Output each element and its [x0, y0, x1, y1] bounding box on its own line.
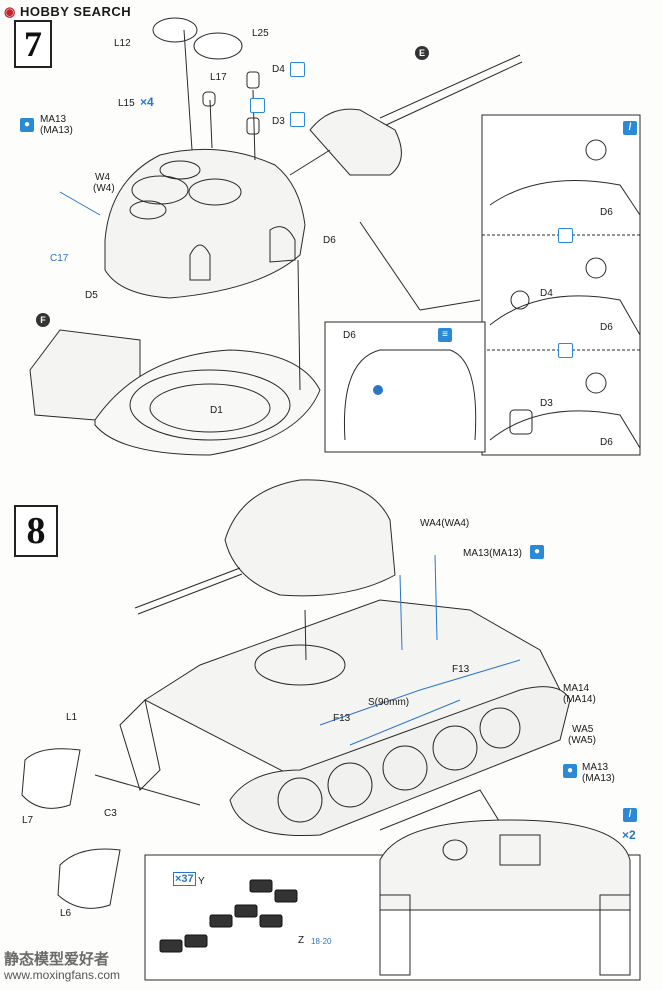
part-MA13: MA13: [40, 114, 67, 125]
part-W4-alt: (W4): [93, 183, 115, 194]
part-C3: C3: [104, 808, 117, 819]
watermark-title: 静态模型爱好者: [4, 951, 110, 968]
part-D6: D6: [323, 235, 336, 246]
callout-E: E: [415, 46, 429, 60]
part-D4: D4: [272, 64, 285, 75]
detail-D6-b: D6: [600, 322, 613, 333]
drop-icon: ●: [530, 545, 544, 559]
part-L6: L6: [60, 908, 72, 919]
drop-icon: ●: [20, 118, 34, 132]
part-MA14-alt: (MA14): [563, 694, 596, 705]
qty-rear: ×2: [622, 828, 636, 842]
decal-icon: ≡: [438, 328, 452, 342]
part-F13-b: F13: [333, 713, 351, 724]
part-L25: L25: [252, 28, 269, 39]
part-S: S(90mm): [368, 697, 410, 708]
track-Y: Y: [198, 876, 205, 887]
part-F13-a: F13: [452, 664, 470, 675]
part-WA4: WA4(WA4): [420, 518, 470, 529]
detail-D4: D4: [540, 288, 553, 299]
detail-D6-c: D6: [600, 437, 613, 448]
callout-F: F: [36, 313, 50, 327]
glue-icon: [290, 112, 305, 127]
part-MA14: MA14: [563, 683, 590, 694]
decal-marker: [373, 385, 383, 395]
part-C17: C17: [50, 253, 69, 264]
part-MA13-alt: (MA13): [40, 125, 73, 136]
paint-brush-icon: /: [623, 121, 637, 135]
part-WA5: WA5: [572, 724, 594, 735]
inset-D6: D6: [343, 330, 356, 341]
track-ref: 18·20: [311, 937, 332, 946]
glue-icon: [250, 98, 265, 113]
glue-icon: [558, 228, 573, 243]
part-D5: D5: [85, 290, 98, 301]
part-L12: L12: [114, 38, 131, 49]
detail-D6-a: D6: [600, 207, 613, 218]
part-W4: W4: [95, 172, 110, 183]
part-MA13-side-alt: (MA13): [582, 773, 615, 784]
qty-tracks: ×37: [173, 872, 196, 886]
part-L1: L1: [66, 712, 78, 723]
step-8-number: 8: [14, 505, 58, 557]
part-L7: L7: [22, 815, 34, 826]
step-7-number: 7: [14, 20, 52, 68]
part-L15: L15: [118, 98, 135, 109]
glue-icon: [290, 62, 305, 77]
brand-text: HOBBY SEARCH: [19, 4, 132, 19]
part-D1: D1: [210, 405, 223, 416]
part-D3: D3: [272, 116, 285, 127]
watermark-url: www.moxingfans.com: [4, 968, 121, 982]
track-Z: Z: [298, 935, 305, 946]
part-MA13-top: MA13(MA13): [463, 548, 522, 559]
glue-icon: [558, 343, 573, 358]
part-WA5-alt: (WA5): [568, 735, 596, 746]
qty-L15: ×4: [140, 95, 154, 109]
part-L17: L17: [210, 72, 227, 83]
part-MA13-side: MA13: [582, 762, 609, 773]
paint-brush-icon: /: [623, 808, 637, 822]
detail-D3: D3: [540, 398, 553, 409]
drop-icon: ●: [563, 764, 577, 778]
brand-header: ◉ HOBBY SEARCH: [4, 4, 132, 19]
